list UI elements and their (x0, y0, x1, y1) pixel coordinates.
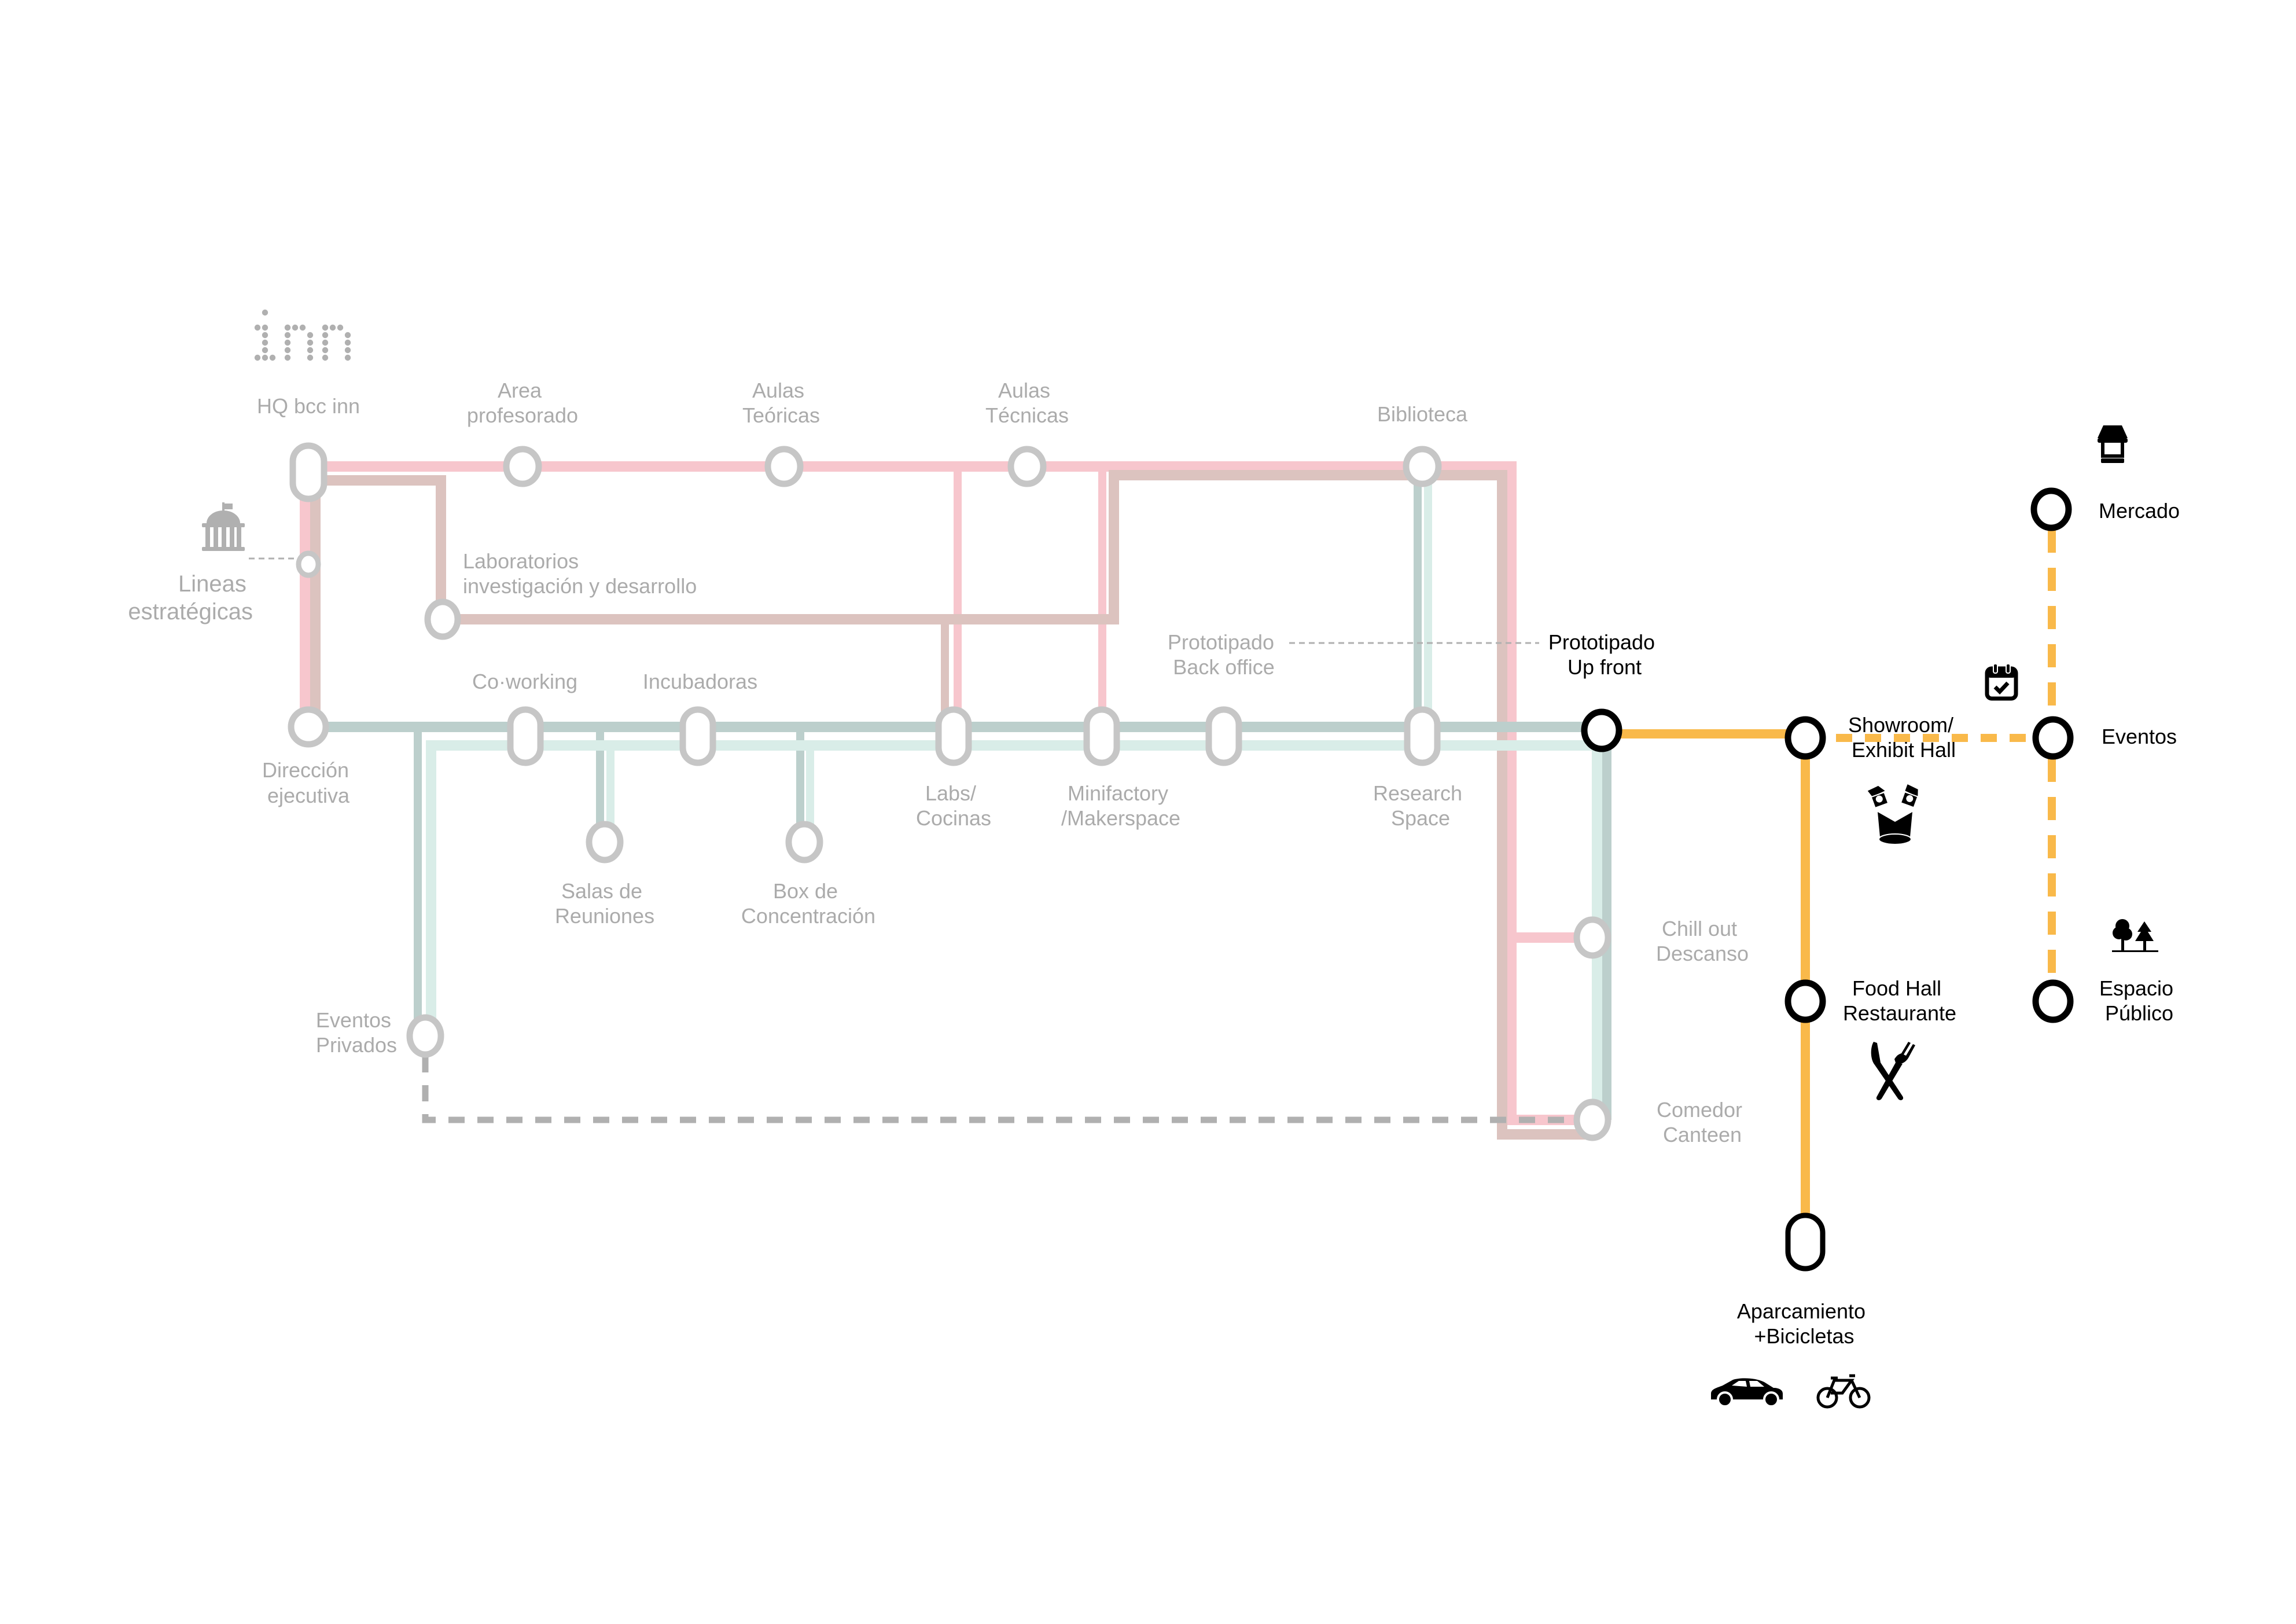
station-research[interactable] (1404, 706, 1441, 766)
logo-dot (262, 354, 268, 361)
label-salas: Salas de Reuniones (555, 879, 654, 928)
station-incubadoras[interactable] (679, 706, 716, 766)
station-foodhall[interactable] (1784, 979, 1826, 1023)
logo-dot (344, 332, 351, 339)
station-espacio-publico[interactable] (2032, 979, 2074, 1023)
logo-dot (262, 332, 268, 339)
bicycle-icon (1816, 1374, 1871, 1409)
label-espacio-publico: Espacio Público (2099, 976, 2179, 1025)
station-lineas[interactable] (296, 550, 321, 578)
line-dashed-eventos-comedor (422, 1056, 1585, 1123)
logo-dot (284, 332, 291, 339)
logo-dot (322, 339, 329, 346)
logo-dot (322, 347, 329, 354)
label-aulas-tecnicas: Aulas Técnicas (985, 379, 1069, 427)
trees-icon (2112, 919, 2158, 952)
label-chillout: Chill out Descanso (1656, 917, 1749, 965)
label-box: Box de Concentración (741, 879, 875, 928)
logo-dot (307, 332, 314, 339)
label-laboratorios: Laboratorios investigación y desarrollo (463, 549, 697, 598)
station-eventos[interactable] (2032, 716, 2074, 760)
logo-dot (344, 347, 351, 354)
label-biblioteca: Biblioteca (1377, 402, 1468, 426)
logo-dot (322, 332, 329, 339)
logo-dot (292, 324, 299, 331)
icons (202, 309, 2158, 1409)
logo-dot (269, 354, 276, 361)
logo-dot (329, 324, 336, 331)
spotlights-stage-icon (1867, 784, 1919, 845)
label-eventos-privados: Eventos Privados (316, 1008, 397, 1057)
logo-dot (284, 354, 291, 361)
station-area-profesorado[interactable] (503, 446, 542, 487)
station-biblioteca[interactable] (1403, 446, 1442, 487)
logo-dot (254, 324, 261, 331)
label-showroom: Showroom/ Exhibit Hall (1848, 713, 1959, 762)
station-labs[interactable] (935, 706, 972, 766)
label-upfront: Prototipado Up front (1548, 630, 1661, 679)
label-comedor: Comedor Canteen (1657, 1098, 1748, 1147)
label-coworking: Co·working (472, 670, 577, 693)
labels: HQ bcc inn Area profesorado Aulas Teóric… (128, 379, 2180, 1348)
label-labs: Labs/ Cocinas (916, 781, 991, 830)
station-aulas-tecnicas[interactable] (1007, 446, 1047, 487)
logo-dot (307, 354, 314, 361)
nodes (288, 442, 2074, 1272)
station-aparcamiento[interactable] (1785, 1213, 1826, 1272)
government-building-icon (202, 502, 245, 551)
logo-dot (307, 347, 314, 354)
logo-dot (254, 354, 261, 361)
line-yellow-main (1602, 729, 1810, 1227)
station-aulas-teoricas[interactable] (764, 446, 804, 487)
station-chillout[interactable] (1573, 916, 1611, 959)
label-research: Research Space (1373, 781, 1468, 830)
station-eventos-privados[interactable] (406, 1014, 444, 1058)
logo-dot (284, 324, 291, 331)
station-showroom[interactable] (1784, 716, 1826, 760)
station-mercado[interactable] (2030, 487, 2072, 531)
line-brown-main (315, 470, 1592, 1140)
logo-dot (322, 354, 329, 361)
station-direccion[interactable] (288, 706, 329, 748)
station-hq[interactable] (289, 442, 328, 502)
logo-dot (284, 347, 291, 354)
calendar-check-icon (1985, 663, 2018, 701)
logo-dot (344, 339, 351, 346)
label-hq: HQ bcc inn (257, 394, 360, 418)
label-direccion: Dirección ejecutiva (262, 758, 355, 807)
logo-dot (307, 339, 314, 346)
label-incubadoras: Incubadoras (643, 670, 757, 693)
logo-dot (262, 309, 268, 316)
logo-dot (344, 354, 351, 361)
logo-dot (284, 339, 291, 346)
station-coworking[interactable] (507, 706, 544, 766)
label-lineas: Lineas estratégicas (128, 571, 253, 624)
label-aparcamiento: Aparcamiento +Bicicletas (1737, 1299, 1871, 1348)
label-eventos: Eventos (2102, 725, 2177, 748)
label-area-profesorado: Area profesorado (467, 379, 578, 427)
station-comedor[interactable] (1573, 1098, 1611, 1141)
logo-dot (262, 339, 268, 346)
label-minifactory: Minifactory /Makerspace (1061, 781, 1180, 830)
logo-dot (262, 347, 268, 354)
market-stall-icon (2098, 425, 2128, 463)
label-mercado: Mercado (2099, 499, 2180, 523)
inn-logo-icon (254, 309, 351, 361)
knife-fork-icon (1871, 1042, 1915, 1100)
station-salas[interactable] (586, 821, 624, 864)
logo-dot (262, 324, 268, 331)
station-laboratorios[interactable] (424, 598, 461, 640)
station-minifactory[interactable] (1083, 706, 1120, 766)
station-box[interactable] (785, 821, 823, 864)
logo-dot (299, 324, 306, 331)
logo-dot (322, 324, 329, 331)
car-icon (1711, 1378, 1783, 1408)
label-backoffice: Prototipado Back office (1168, 630, 1280, 679)
station-upfront[interactable] (1581, 708, 1622, 752)
station-backoffice[interactable] (1205, 706, 1242, 766)
label-foodhall: Food Hall Restaurante (1843, 976, 1956, 1025)
logo-dot (337, 324, 344, 331)
label-aulas-teoricas: Aulas Teóricas (742, 379, 820, 427)
